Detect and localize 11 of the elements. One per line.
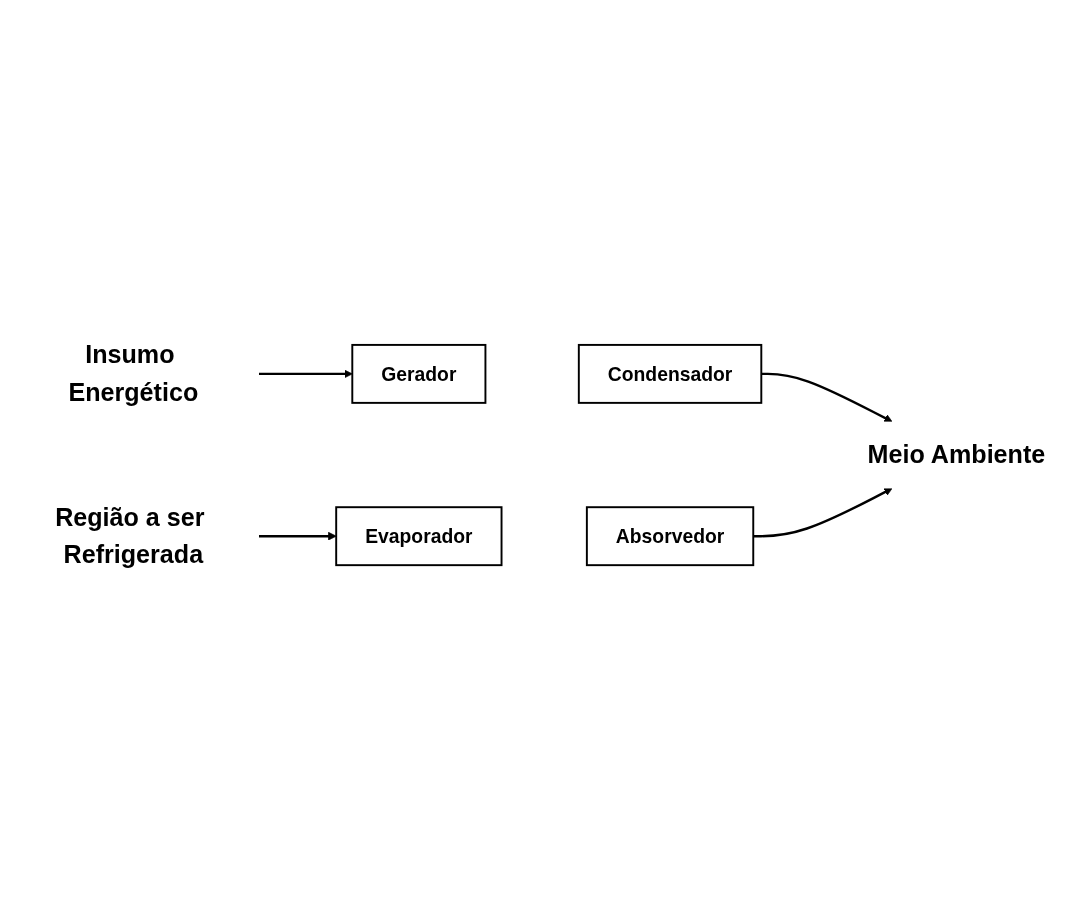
node-text: Insumo Energético — [68, 340, 199, 408]
node-text: Região a ser Refrigerada — [55, 502, 205, 570]
node-box: Gerador — [351, 344, 487, 405]
arrow — [258, 532, 337, 541]
node-text: Meio Ambiente — [867, 440, 1046, 470]
node-box: Absorvedor — [585, 506, 755, 567]
node-box: Evaporador — [335, 506, 503, 567]
arrow — [258, 370, 353, 379]
node-box: Condensador — [577, 344, 763, 405]
arrow — [761, 373, 893, 423]
arrow — [753, 488, 893, 538]
